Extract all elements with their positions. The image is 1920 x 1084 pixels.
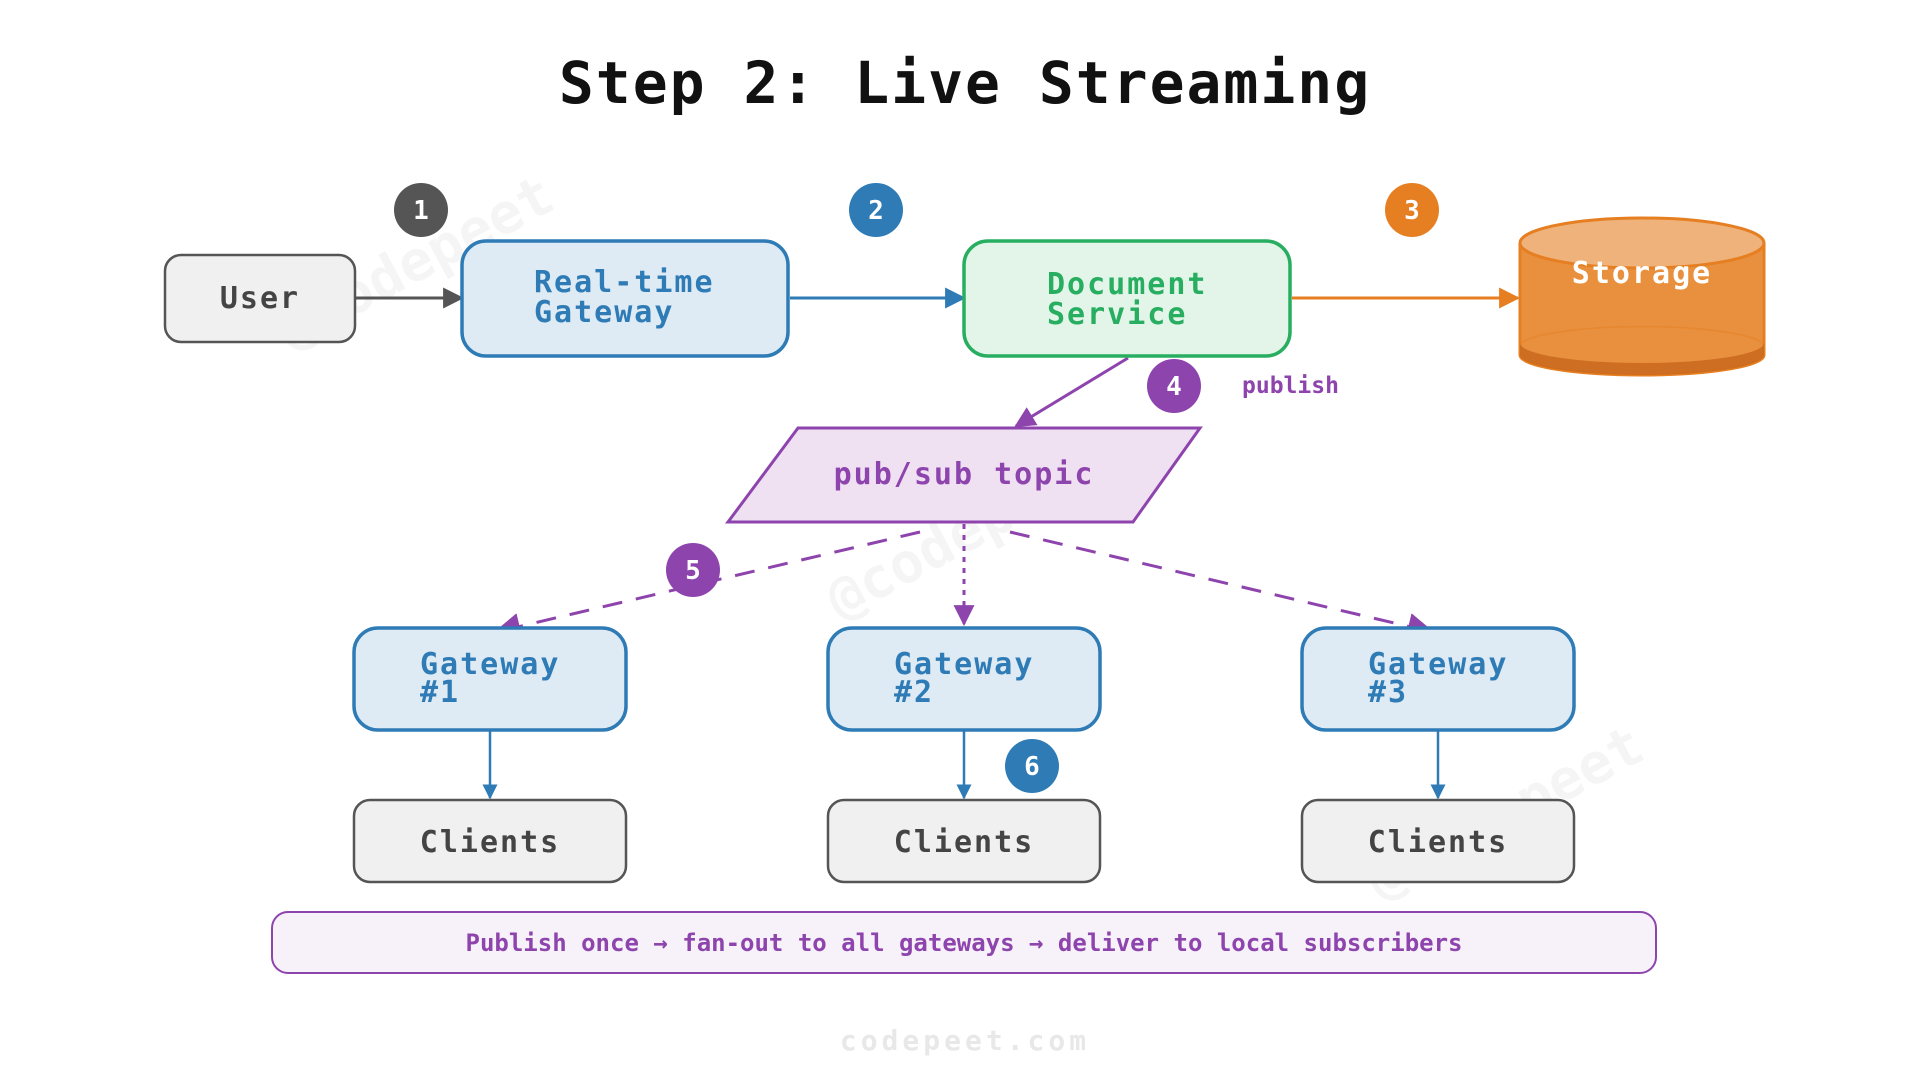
realtime-gateway-label-line1: Real-time	[534, 265, 715, 300]
node-clients-1: Clients	[352, 798, 628, 884]
node-gateway-3: Gateway #3	[1300, 626, 1576, 732]
step-badge-4: 4	[1147, 359, 1201, 413]
gateway-3-label-line2: #3	[1368, 675, 1408, 710]
node-realtime-gateway: Real-time Gateway	[460, 239, 790, 358]
gateway-2-label-line1: Gateway	[894, 647, 1034, 682]
node-clients-3: Clients	[1300, 798, 1576, 884]
node-document-service: Document Service	[962, 239, 1292, 358]
step-badge-3: 3	[1385, 183, 1439, 237]
gateway-1-label-line2: #1	[420, 675, 460, 710]
node-user: User	[163, 253, 357, 344]
clients-1-label: Clients	[420, 825, 560, 860]
node-gateway-2: Gateway #2	[826, 626, 1102, 732]
diagram-title: Step 2: Live Streaming	[559, 49, 1371, 117]
gateway-3-label-line1: Gateway	[1368, 647, 1508, 682]
document-service-label-line1: Document	[1047, 267, 1208, 302]
step-badge-5: 5	[666, 543, 720, 597]
step-badge-3-number: 3	[1404, 196, 1420, 226]
edge-pubsub-to-gateway-3	[1009, 530, 1435, 640]
step-badge-1: 1	[394, 183, 448, 237]
node-gateway-1: Gateway #1	[352, 626, 628, 732]
step-badge-1-number: 1	[413, 196, 429, 226]
summary-note-text: Publish once → fan-out to all gateways →…	[466, 929, 1463, 957]
node-storage: Storage	[1518, 216, 1766, 377]
step-badge-6: 6	[1005, 739, 1059, 793]
node-clients-2: Clients	[826, 798, 1102, 884]
clients-2-label: Clients	[894, 825, 1034, 860]
storage-label: Storage	[1572, 256, 1712, 291]
step-badge-6-number: 6	[1024, 752, 1040, 782]
clients-3-label: Clients	[1368, 825, 1508, 860]
realtime-gateway-label-line2: Gateway	[534, 295, 674, 330]
node-pubsub-topic: pub/sub topic	[725, 426, 1203, 524]
gateway-2-label-line2: #2	[894, 675, 934, 710]
publish-edge-label: publish	[1242, 373, 1339, 399]
footer-site: codepeet.com	[840, 1024, 1090, 1057]
gateway-1-label-line1: Gateway	[420, 647, 560, 682]
step-badge-2: 2	[849, 183, 903, 237]
edge-document-to-pubsub	[1014, 356, 1129, 428]
pubsub-topic-label: pub/sub topic	[834, 457, 1095, 492]
document-service-label-line2: Service	[1047, 297, 1187, 332]
summary-note: Publish once → fan-out to all gateways →…	[271, 911, 1657, 974]
step-badge-4-number: 4	[1166, 372, 1182, 402]
user-label: User	[220, 281, 300, 316]
step-badge-2-number: 2	[868, 196, 884, 226]
step-badge-5-number: 5	[685, 556, 701, 586]
